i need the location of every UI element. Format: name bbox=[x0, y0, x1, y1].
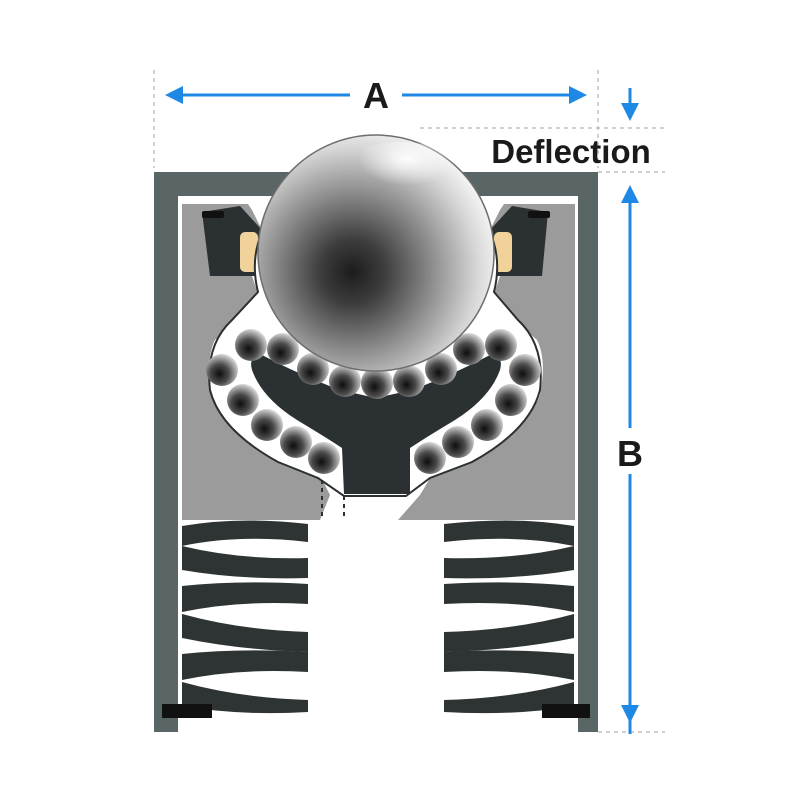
right-spring bbox=[444, 520, 574, 714]
support-balls bbox=[206, 329, 541, 474]
support-ball bbox=[414, 442, 446, 474]
support-ball bbox=[206, 354, 238, 386]
support-ball bbox=[495, 384, 527, 416]
left-retainer-cap bbox=[202, 211, 224, 218]
support-ball bbox=[308, 442, 340, 474]
right-retainer-cap bbox=[528, 211, 550, 218]
support-ball bbox=[267, 333, 299, 365]
ball-support-cup bbox=[251, 355, 501, 494]
support-ball bbox=[329, 365, 361, 397]
support-ball bbox=[227, 384, 259, 416]
left-seal-pad bbox=[240, 232, 258, 272]
left-bottom-clip bbox=[162, 704, 212, 718]
support-ball bbox=[251, 409, 283, 441]
support-ball bbox=[509, 354, 541, 386]
support-ball bbox=[425, 353, 457, 385]
support-ball bbox=[297, 353, 329, 385]
support-ball bbox=[280, 426, 312, 458]
deflection-label: Deflection bbox=[491, 133, 651, 170]
support-ball bbox=[453, 333, 485, 365]
support-ball bbox=[442, 426, 474, 458]
dimension-b-label: B bbox=[617, 433, 643, 474]
support-ball bbox=[471, 409, 503, 441]
support-ball bbox=[235, 329, 267, 361]
left-spring bbox=[182, 520, 308, 714]
dimension-a-label: A bbox=[363, 75, 389, 116]
support-ball bbox=[485, 329, 517, 361]
dimension-b-label-gap bbox=[612, 428, 648, 474]
right-seal-pad bbox=[494, 232, 512, 272]
support-ball bbox=[361, 367, 393, 399]
right-bottom-clip bbox=[542, 704, 590, 718]
main-ball-highlight bbox=[330, 142, 470, 218]
support-ball bbox=[393, 365, 425, 397]
center-stem-dashes bbox=[321, 480, 345, 520]
